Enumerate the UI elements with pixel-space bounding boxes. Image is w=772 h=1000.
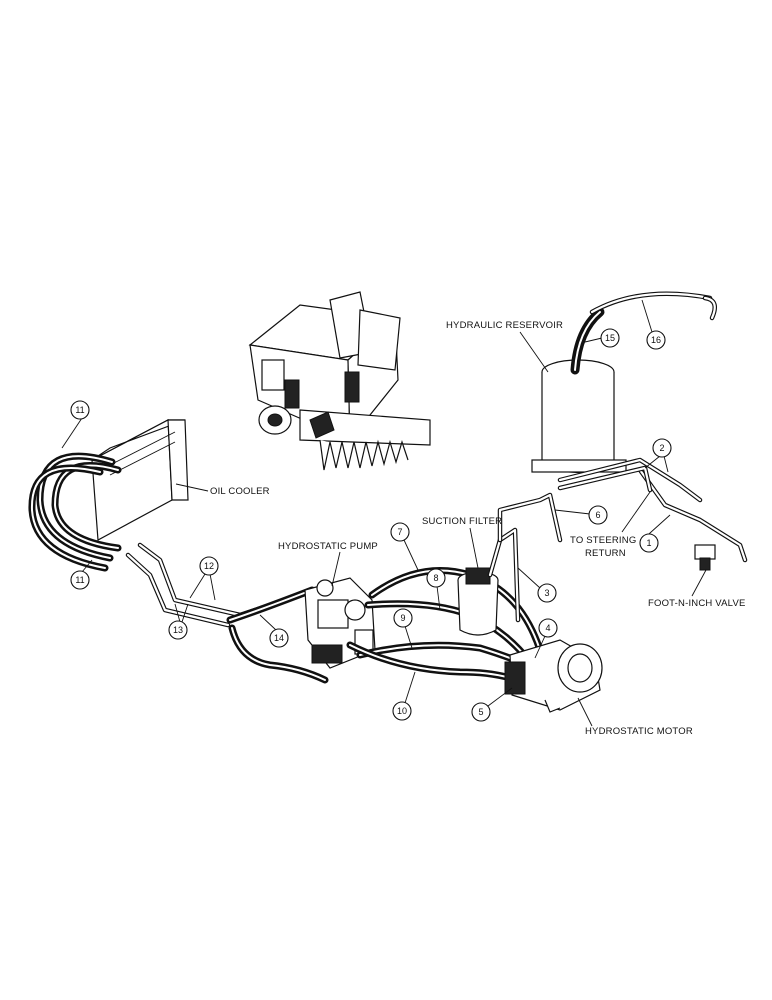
return-lines (497, 457, 748, 571)
callout-8 (426, 568, 446, 588)
callout-1 (639, 533, 659, 553)
callout-3-number: 3 (544, 588, 549, 598)
callout-16-number: 16 (651, 335, 661, 345)
hydraulic-reservoir (531, 291, 718, 474)
callout-6 (588, 505, 608, 525)
cooler-tubes (125, 542, 329, 684)
callout-13-number: 13 (173, 625, 183, 635)
callout-12 (199, 556, 219, 576)
callout-10-number: 10 (397, 706, 407, 716)
callout-5-number: 5 (478, 707, 483, 717)
to-steering-label-line2: RETURN (585, 548, 626, 559)
suction-filter-label: SUCTION FILTER (422, 516, 502, 527)
callout-16 (646, 330, 666, 350)
callout-13 (168, 620, 188, 640)
callout-14 (269, 628, 289, 648)
to-steering-label-line1: TO STEERING (570, 535, 636, 546)
oil-cooler (28, 419, 189, 572)
callout-11-top (70, 400, 90, 420)
callout-1-number: 1 (646, 538, 651, 548)
callout-4 (538, 618, 558, 638)
callout-7-number: 7 (397, 527, 402, 537)
callout-6-number: 6 (595, 510, 600, 520)
callout-9 (393, 608, 413, 628)
callout-12-number: 12 (204, 561, 214, 571)
callout-2 (652, 438, 672, 458)
callout-5 (471, 702, 491, 722)
callout-8-number: 8 (433, 573, 438, 583)
callout-11-top-number: 11 (75, 405, 84, 415)
callout-15 (600, 328, 620, 348)
hydrostatic-pump-label: HYDROSTATIC PUMP (278, 541, 378, 552)
hydrostatic-motor (504, 639, 603, 713)
callout-2-number: 2 (659, 443, 664, 453)
oil-cooler-label: OIL COOLER (210, 486, 270, 497)
callout-4-number: 4 (545, 623, 550, 633)
callout-9-number: 9 (400, 613, 405, 623)
callout-10 (392, 701, 412, 721)
foot-n-inch-valve-label: FOOT-N-INCH VALVE (648, 598, 746, 609)
callout-7 (390, 522, 410, 542)
callout-11-bottom (70, 570, 90, 590)
hydrostatic-motor-label: HYDROSTATIC MOTOR (585, 726, 693, 737)
machine-illustration (248, 291, 431, 471)
callout-15-number: 15 (605, 333, 615, 343)
callout-14-number: 14 (274, 633, 284, 643)
suction-filter (457, 527, 521, 636)
callout-11-bottom-number: 11 (75, 575, 84, 585)
hydraulic-reservoir-label: HYDRAULIC RESERVOIR (446, 320, 563, 331)
callout-3 (537, 583, 557, 603)
